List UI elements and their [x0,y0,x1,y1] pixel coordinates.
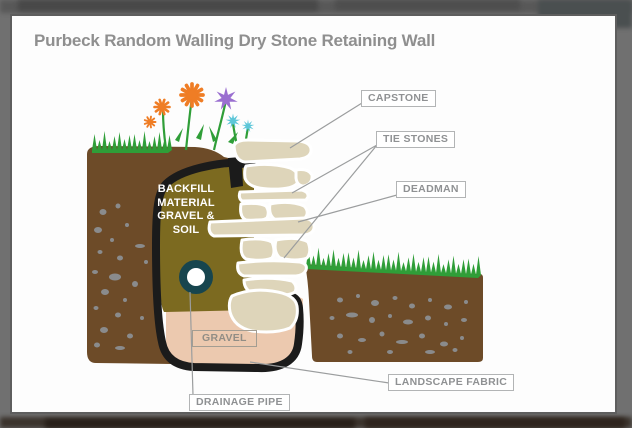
label-drainage-pipe: DRAINAGE PIPE [189,394,290,411]
backfill-line: MATERIAL [157,196,215,209]
backfill-line: GRAVEL & [157,210,215,222]
backdrop-bottom-dark-1 [45,419,355,428]
label-gravel: GRAVEL [192,330,257,347]
backfill-line: SOIL [172,223,200,236]
diagram-card [10,14,617,414]
label-tie-stones: TIE STONES [376,131,456,148]
backdrop-bottom-dark-2 [365,418,625,428]
backdrop-top-dark-1 [18,0,318,11]
label-capstone: CAPSTONE [361,90,436,107]
label-landscape-fabric: LANDSCAPE FABRIC [388,374,515,391]
backdrop-top-dark-2 [335,0,520,10]
label-deadman: DEADMAN [396,181,466,198]
backfill-line: BACKFILL [157,183,215,195]
diagram-title: Purbeck Random Walling Dry Stone Retaini… [34,31,436,50]
label-backfill-material: BACKFILL MATERIAL GRAVEL & SOIL [146,183,226,237]
